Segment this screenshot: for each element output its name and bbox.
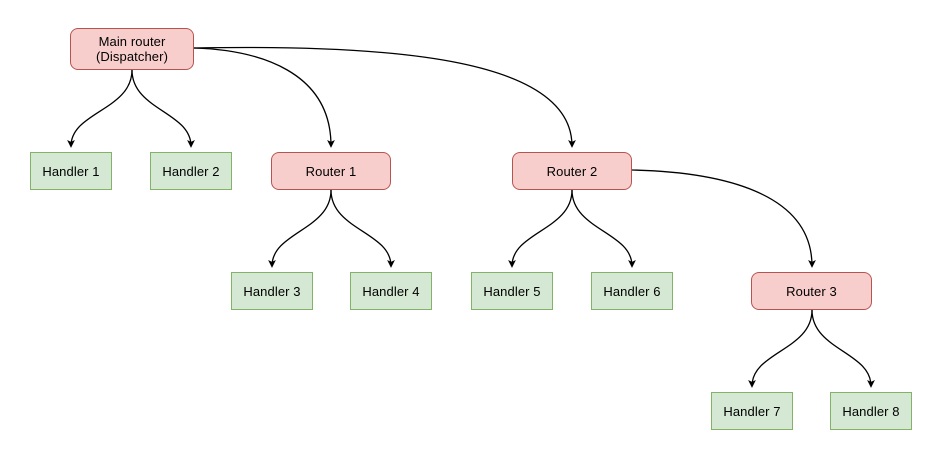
node-router1[interactable]: Router 1	[271, 152, 391, 190]
node-router3[interactable]: Router 3	[751, 272, 872, 310]
edges-group	[67, 46, 875, 388]
node-label-handler8: Handler 8	[842, 403, 900, 419]
edge-main-to-router2	[193, 46, 576, 148]
node-handler2[interactable]: Handler 2	[150, 152, 232, 190]
edge-router1-to-handler4	[330, 189, 395, 268]
edge-router3-to-handler7	[748, 309, 813, 388]
edge-router2-to-handler6	[571, 189, 636, 268]
node-handler7[interactable]: Handler 7	[711, 392, 793, 430]
edge-router2-to-handler5	[508, 189, 573, 268]
node-handler3[interactable]: Handler 3	[231, 272, 313, 310]
node-label-router3: Router 3	[786, 283, 837, 299]
edge-router1-to-handler3	[268, 189, 332, 268]
node-handler4[interactable]: Handler 4	[350, 272, 432, 310]
node-label-router1: Router 1	[305, 163, 357, 179]
node-handler8[interactable]: Handler 8	[830, 392, 912, 430]
edge-main-to-handler2	[131, 69, 195, 148]
node-label-handler6: Handler 6	[603, 283, 661, 299]
node-label-handler1: Handler 1	[42, 163, 100, 179]
node-label-handler5: Handler 5	[483, 283, 541, 299]
edge-main-to-handler1	[67, 69, 133, 148]
node-label-handler7: Handler 7	[723, 403, 781, 419]
node-label-handler2: Handler 2	[162, 163, 220, 179]
node-label-router2: Router 2	[546, 163, 598, 179]
node-handler1[interactable]: Handler 1	[30, 152, 112, 190]
node-label-handler4: Handler 4	[362, 283, 420, 299]
node-handler5[interactable]: Handler 5	[471, 272, 553, 310]
node-label-handler3: Handler 3	[243, 283, 301, 299]
edge-main-to-router1	[193, 47, 335, 148]
node-label-main: Main router (Dispatcher)	[96, 34, 168, 64]
edge-router2-to-router3	[631, 169, 816, 268]
node-main[interactable]: Main router (Dispatcher)	[70, 28, 194, 70]
node-handler6[interactable]: Handler 6	[591, 272, 673, 310]
edge-router3-to-handler8	[811, 309, 875, 388]
node-router2[interactable]: Router 2	[512, 152, 632, 190]
